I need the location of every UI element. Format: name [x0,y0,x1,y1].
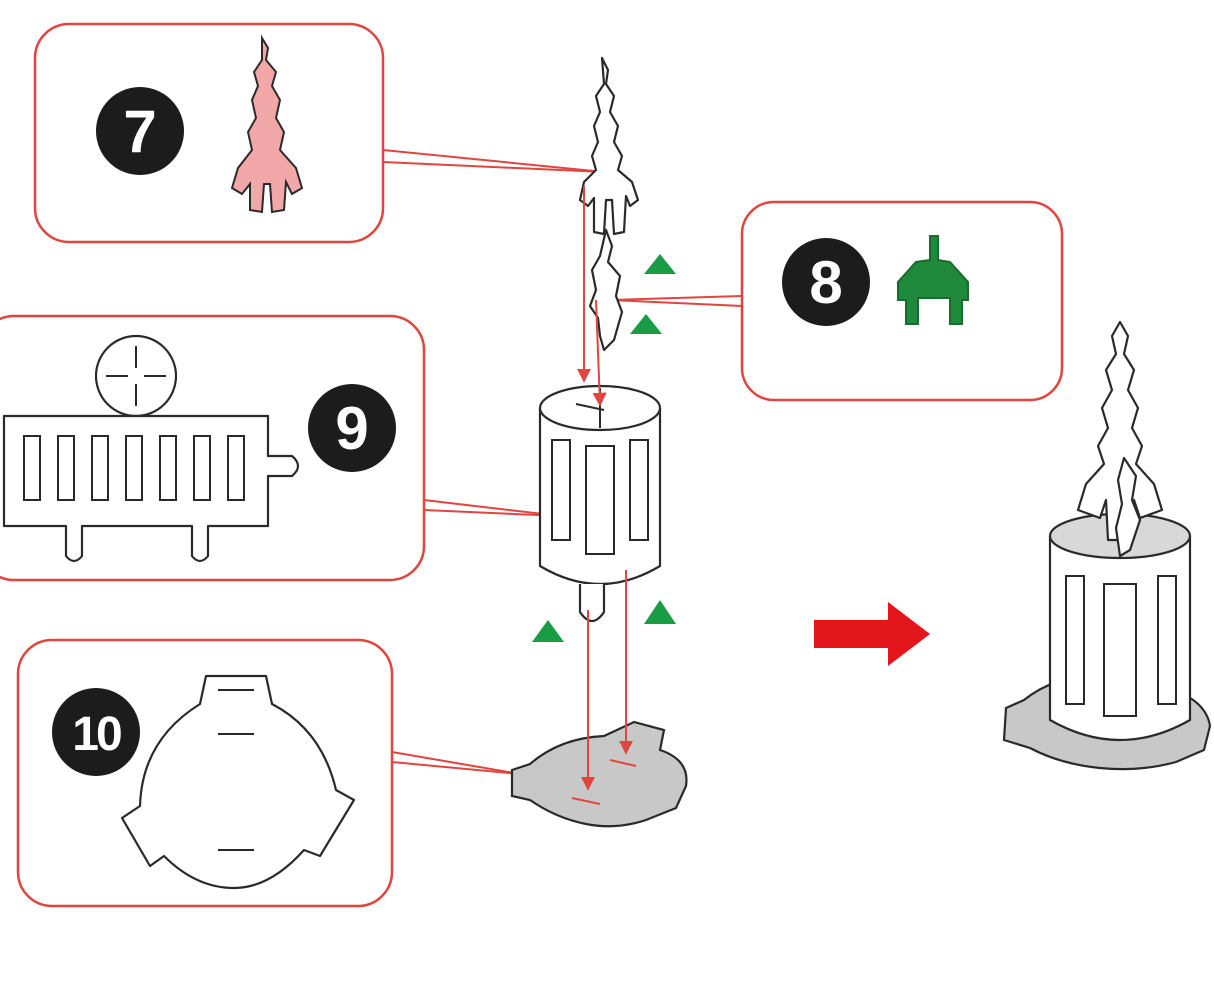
step-10-number: 10 [72,708,121,761]
green-triangle-icon [630,314,662,334]
callout-box-7 [35,24,383,242]
callout-step-8: 8 [610,202,1062,400]
connector-piece-exploded [590,230,622,350]
step-7-number: 7 [123,98,156,165]
cylinder-exploded [540,386,660,621]
callout-step-10: 10 [18,640,520,906]
step-9-number: 9 [335,395,368,462]
green-triangle-icon [532,620,564,642]
callout-step-9: 9 [0,316,560,580]
step-7-badge: 7 [96,87,184,175]
step-8-badge: 8 [782,238,870,326]
base-piece-exploded [512,722,686,826]
spire-piece-exploded [580,58,638,234]
step-9-badge: 9 [308,384,396,472]
step-10-badge: 10 [52,688,140,776]
green-triangle-icon [644,600,676,624]
green-triangle-icon [644,254,676,274]
step-8-number: 8 [809,249,842,316]
exploded-assembly [512,58,686,826]
right-arrow-icon [814,602,930,666]
assembled-spire [1078,322,1162,540]
callout-step-7: 7 [35,24,604,242]
